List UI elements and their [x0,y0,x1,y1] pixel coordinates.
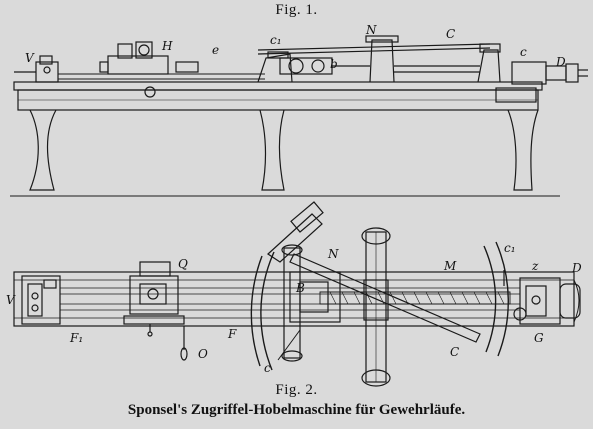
fig1-label-e: e [212,43,219,57]
fig2-label-C: C [450,345,459,359]
fig2-label-V: V [6,293,16,307]
fig2-label-N: N [327,247,339,261]
fig2-label-F1: F₁ [69,331,83,345]
fig1-label-C: C [446,27,455,41]
fig2-label-c: c [264,361,271,375]
fig1-label-D: D [555,55,566,69]
fig2-label-F: F [227,327,237,341]
fig2-label-B: B [295,281,305,295]
fig2-label-z: z [531,259,539,273]
main-caption: Sponsel's Zugriffel-Hobelmaschine für Ge… [127,402,466,418]
fig2-label-D: D [571,261,582,275]
fig2-label-G: G [534,331,544,345]
fig1-label-c1: c₁ [270,33,282,47]
figure-1-machine-elevation [10,35,588,197]
fig1-label-N: N [365,23,377,37]
figure-1-title: Fig. 1. [275,2,318,18]
fig1-label-H: H [161,39,173,53]
figure-2-machine-plan [13,201,581,387]
fig2-label-M: M [443,259,457,273]
fig1-label-c: c [520,45,527,59]
fig1-label-V: V [25,51,35,65]
fig2-label-Q: Q [178,257,188,271]
fig2-label-O: O [198,347,208,361]
fig2-label-c1: c₁ [504,241,516,255]
figure-2-title: Fig. 2. [275,382,318,398]
fig1-label-b: b [330,57,338,71]
